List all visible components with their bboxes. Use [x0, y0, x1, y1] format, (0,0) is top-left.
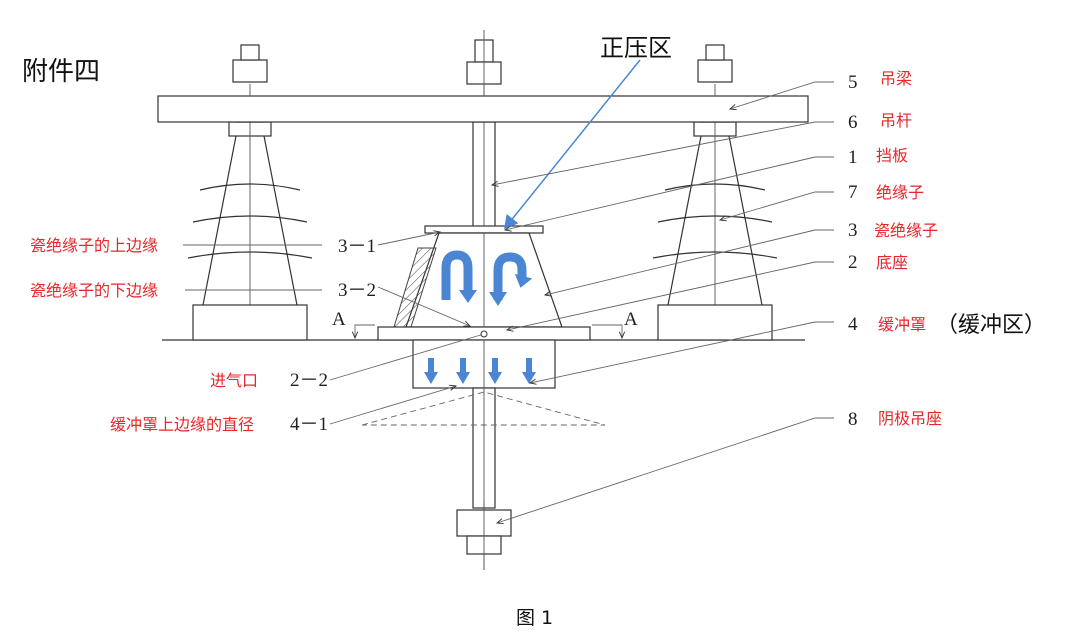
right-leaders	[492, 81, 834, 523]
label-3-1-text: 瓷绝缘子的上边缘	[30, 236, 158, 255]
part-1-num: 1	[848, 147, 858, 168]
part-3-text: 瓷绝缘子	[874, 221, 938, 240]
left-leaders	[183, 232, 488, 425]
label-4-1-text: 缓冲罩上边缘的直径	[110, 415, 254, 434]
label-2-2-code: 2－2	[290, 370, 328, 391]
part-6-text: 吊杆	[880, 111, 912, 130]
part-4-num: 4	[848, 314, 858, 335]
part-2-num: 2	[848, 252, 858, 273]
right-insulator	[652, 44, 778, 341]
positive-zone-label: 正压区	[600, 34, 672, 62]
part-8-num: 8	[848, 409, 858, 430]
part-7-text: 绝缘子	[876, 183, 924, 202]
hanging-beam	[157, 95, 809, 123]
section-mark-right: A	[624, 309, 638, 330]
section-marks	[355, 324, 622, 338]
part-7-num: 7	[848, 182, 858, 203]
label-3-2-text: 瓷绝缘子的下边缘	[30, 281, 158, 300]
label-3-2-code: 3－2	[338, 280, 376, 301]
buffer-zone-label: （缓冲区）	[936, 313, 1046, 338]
porcelain-insulator	[377, 225, 591, 341]
label-2-2-text: 进气口	[210, 371, 258, 390]
part-4-text: 缓冲罩	[878, 315, 926, 334]
figure-caption: 图 1	[516, 607, 553, 629]
page-title: 附件四	[22, 57, 100, 87]
part-8-text: 阴极吊座	[878, 409, 942, 428]
label-3-1-code: 3－1	[338, 236, 376, 257]
part-5-num: 5	[848, 72, 858, 93]
airflow-arrows	[424, 59, 641, 384]
part-6-num: 6	[848, 112, 858, 133]
part-5-text: 吊梁	[880, 69, 912, 88]
part-2-text: 底座	[876, 253, 908, 272]
part-1-text: 挡板	[876, 146, 908, 165]
part-3-num: 3	[848, 220, 858, 241]
section-mark-left: A	[332, 309, 346, 330]
label-4-1-code: 4－1	[290, 414, 328, 435]
